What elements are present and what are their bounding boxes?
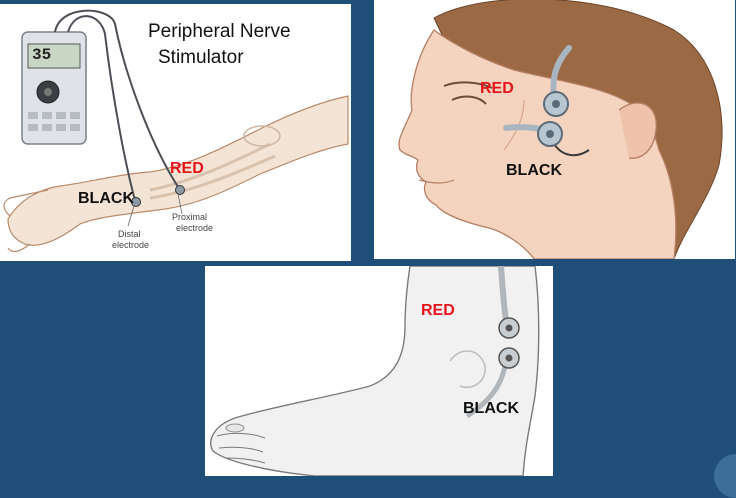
- foot-illustration: [205, 266, 553, 476]
- stimulator-title-line1: Peripheral Nerve: [148, 20, 291, 44]
- foot-black-label: BLACK: [463, 400, 519, 418]
- face-illustration: [374, 0, 735, 259]
- proximal-label-line2: electrode: [176, 223, 213, 233]
- arm-red-label: RED: [170, 160, 204, 178]
- distal-label-line2: electrode: [112, 240, 149, 250]
- stimulator-title-line2: Stimulator: [158, 46, 244, 70]
- foot-red-label: RED: [421, 302, 455, 320]
- arm-black-label: BLACK: [78, 190, 134, 208]
- proximal-label-line1: Proximal: [172, 212, 207, 222]
- arm-stimulator-panel: Peripheral Nerve Stimulator 35 RED BLACK…: [0, 4, 351, 261]
- distal-label-line1: Distal: [118, 229, 141, 239]
- face-red-label: RED: [480, 80, 514, 98]
- face-black-label: BLACK: [506, 162, 562, 180]
- corner-decoration: [714, 454, 736, 498]
- face-stimulation-panel: RED BLACK: [374, 0, 735, 259]
- foot-stimulation-panel: RED BLACK: [205, 266, 553, 476]
- device-display: 35: [32, 46, 51, 64]
